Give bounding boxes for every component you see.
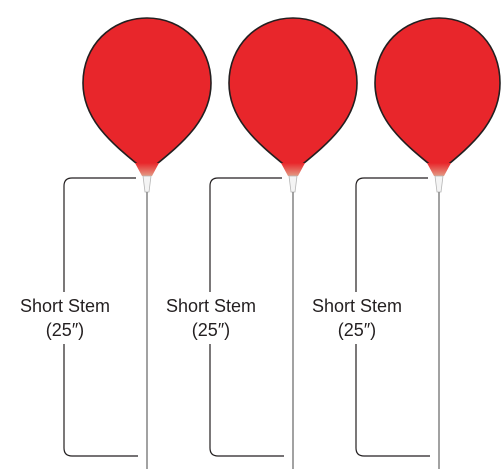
stem-label-2-length: (25″) <box>191 320 231 340</box>
balloon-2-neck <box>281 163 305 176</box>
balloon-3-body <box>374 17 501 169</box>
balloon-2-knot <box>288 175 298 193</box>
balloon-3-knot <box>434 175 444 193</box>
balloon-2 <box>209 17 358 469</box>
balloon-1 <box>63 17 212 469</box>
stem-label-2: Short Stem (25″) <box>154 292 268 344</box>
stem-label-3-length: (25″) <box>337 320 377 340</box>
stem-label-3-name: Short Stem <box>311 296 403 316</box>
balloon-3 <box>355 17 501 469</box>
balloon-1-knot <box>142 175 152 193</box>
balloon-2-body <box>228 17 358 169</box>
balloon-3-neck <box>427 163 451 176</box>
balloon-1-neck <box>135 163 159 176</box>
stem-label-2-name: Short Stem <box>165 296 257 316</box>
balloon-1-body <box>82 17 212 169</box>
stem-label-3: Short Stem (25″) <box>300 292 414 344</box>
stem-label-1-length: (25″) <box>45 320 85 340</box>
stem-label-1: Short Stem (25″) <box>8 292 122 344</box>
stem-label-1-name: Short Stem <box>19 296 111 316</box>
